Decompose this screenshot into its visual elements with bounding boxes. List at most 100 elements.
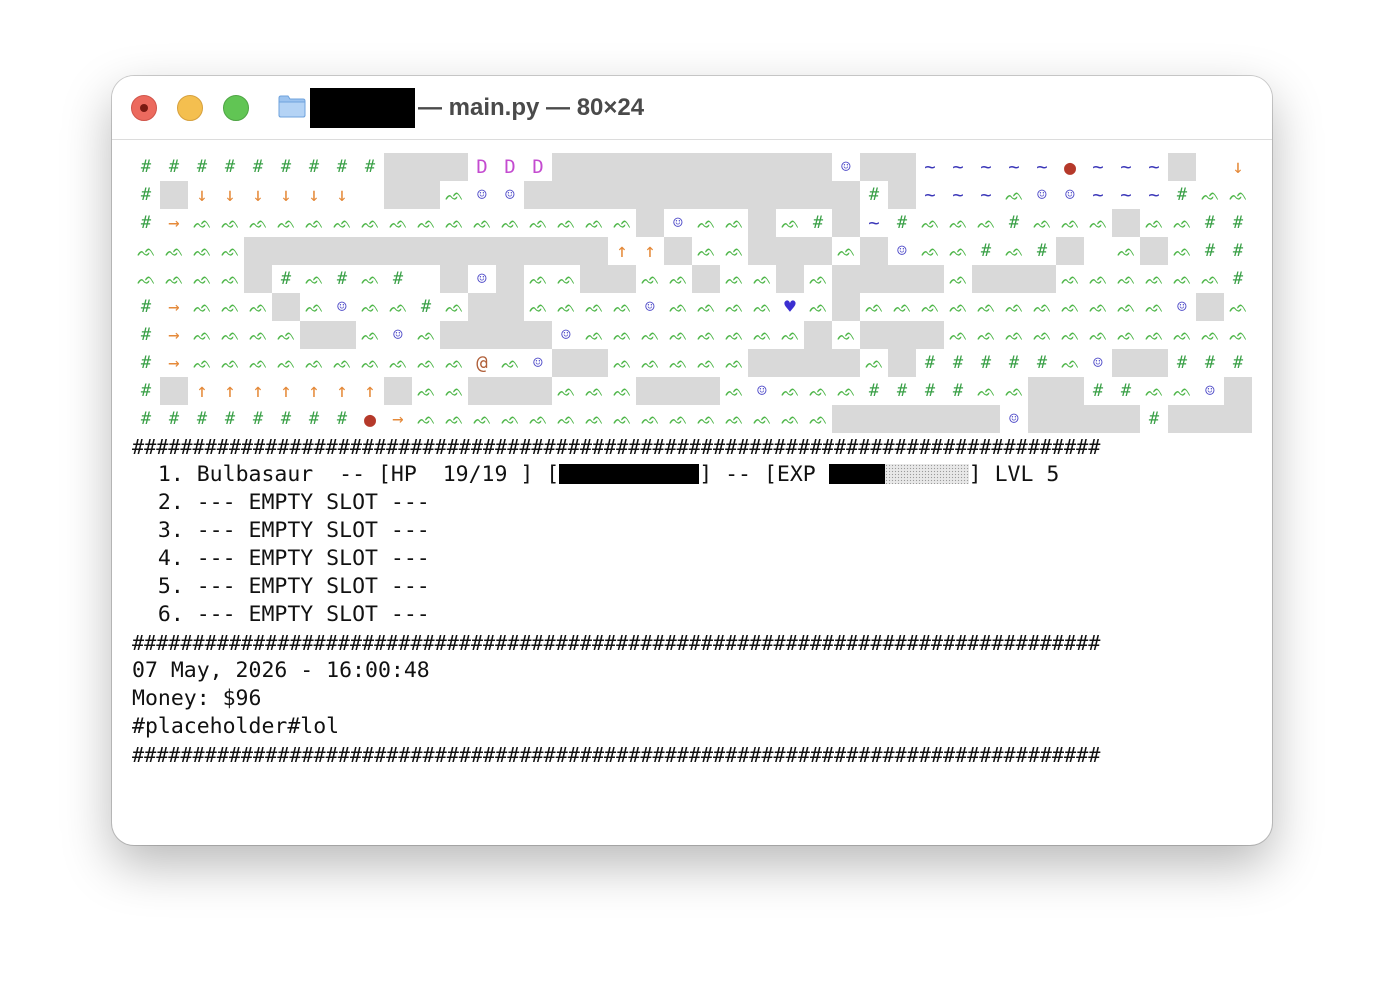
tile-arrow-right-icon: → (168, 212, 180, 234)
tile-grass: ᨒ (781, 326, 800, 344)
tile-grass: ᨒ (1229, 298, 1248, 316)
tile-wall: # (1204, 213, 1216, 233)
tile-wall: # (140, 297, 152, 317)
tile-block (692, 265, 720, 293)
tile-grass: ᨒ (1201, 270, 1220, 288)
tile-wall: # (280, 157, 292, 177)
tile-arrow-down-icon: ↓ (196, 184, 208, 206)
tile-water: ~ (1092, 184, 1104, 206)
tile-grass: ᨒ (305, 298, 324, 316)
tile-arrow-up-icon: ↑ (336, 380, 348, 402)
tile-water: ~ (1036, 156, 1048, 178)
tile-block (888, 181, 916, 209)
tile-grass: ᨒ (865, 354, 884, 372)
tile-block (468, 293, 496, 321)
tile-grass: ᨒ (669, 326, 688, 344)
tile-grass: ᨒ (585, 214, 604, 232)
tile-wall: # (140, 409, 152, 429)
tile-block (748, 349, 776, 377)
window-title: — main.py — 80×24 (418, 94, 645, 121)
tile-grass: ᨒ (1005, 186, 1024, 204)
tile-face-icon: ☺ (561, 325, 571, 344)
tile-block (776, 181, 804, 209)
tile-block (748, 181, 776, 209)
tile-block (804, 237, 832, 265)
separator-middle: ########################################… (132, 629, 1257, 657)
tile-wall: # (896, 381, 908, 401)
tile-block (832, 209, 860, 237)
tile-block (888, 405, 916, 433)
tile-face-icon: ☺ (393, 325, 403, 344)
tile-block (496, 321, 524, 349)
slot-number: 4. (157, 546, 184, 571)
tile-grass: ᨒ (221, 214, 240, 232)
tile-block (916, 405, 944, 433)
datetime-text: 07 May, 2026 - 16:00:48 (132, 658, 430, 683)
tile-grass: ᨒ (1005, 382, 1024, 400)
zoom-button[interactable] (223, 95, 249, 121)
tile-block (272, 237, 300, 265)
tile-block (524, 181, 552, 209)
tile-block (580, 181, 608, 209)
close-button[interactable] (131, 95, 157, 121)
tile-grass: ᨒ (753, 270, 772, 288)
tile-grass: ᨒ (1145, 298, 1164, 316)
tile-wall: # (224, 409, 236, 429)
tile-face-icon: ☺ (533, 353, 543, 372)
money-text: Money: $96 (132, 686, 262, 711)
tile-grass: ᨒ (921, 242, 940, 260)
tile-water: ~ (952, 184, 964, 206)
tile-grass: ᨒ (165, 270, 184, 288)
tile-block (888, 153, 916, 181)
tile-wall: # (896, 213, 908, 233)
minimize-button[interactable] (177, 95, 203, 121)
tile-grass: ᨒ (557, 270, 576, 288)
tile-block (664, 153, 692, 181)
tile-grass: ᨒ (445, 186, 464, 204)
tile-water: ~ (980, 184, 992, 206)
tile-grass: ᨒ (193, 298, 212, 316)
tile-wall: # (1036, 353, 1048, 373)
tile-grass: ᨒ (361, 270, 380, 288)
tile-empty (1196, 153, 1224, 181)
tile-grass: ᨒ (921, 214, 940, 232)
tile-block (636, 377, 664, 405)
tile-block (636, 153, 664, 181)
tile-block (496, 237, 524, 265)
tile-block (1196, 293, 1224, 321)
tile-arrow-down-icon: ↓ (308, 184, 320, 206)
tile-arrow-down-icon: ↓ (336, 184, 348, 206)
tile-block (300, 237, 328, 265)
tile-grass: ᨒ (137, 242, 156, 260)
tile-arrow-right-icon: → (168, 296, 180, 318)
separator-line: ########################################… (132, 631, 1101, 655)
tile-grass: ᨒ (1089, 214, 1108, 232)
tile-grass: ᨒ (389, 298, 408, 316)
party-slot-1: 1. Bulbasaur -- [HP 19/19 ] [] -- [EXP ]… (157, 462, 1060, 487)
tile-grass: ᨒ (669, 270, 688, 288)
tile-block (832, 265, 860, 293)
tile-grass: ᨒ (557, 382, 576, 400)
tile-arrow-down-icon: ↓ (224, 184, 236, 206)
tile-water: ~ (1092, 156, 1104, 178)
tile-grass: ᨒ (1061, 214, 1080, 232)
tile-block (1224, 377, 1252, 405)
tile-grass: ᨒ (1229, 326, 1248, 344)
tile-grass: ᨒ (529, 298, 548, 316)
tile-grass: ᨒ (1201, 326, 1220, 344)
tile-block (804, 181, 832, 209)
tile-block (412, 181, 440, 209)
title-bar[interactable]: — main.py — 80×24 (112, 76, 1272, 140)
tile-grass: ᨒ (445, 298, 464, 316)
tile-wall: # (336, 409, 348, 429)
tile-grass: ᨒ (1229, 186, 1248, 204)
tile-grass: ᨒ (1173, 242, 1192, 260)
tile-block (916, 265, 944, 293)
tile-block (720, 153, 748, 181)
tile-grass: ᨒ (1173, 326, 1192, 344)
party-slot-4: 4. --- EMPTY SLOT --- (132, 545, 1257, 573)
